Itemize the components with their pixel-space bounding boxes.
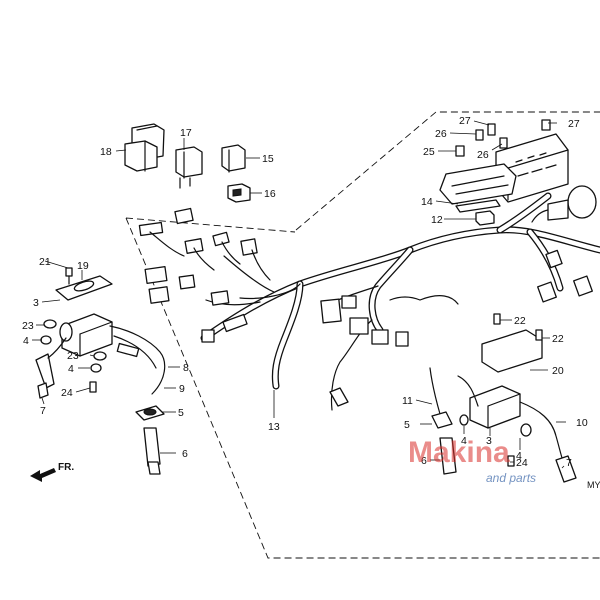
spark-plug-cap-5-right[interactable] [431,411,453,429]
ignition-coil-3-left[interactable] [59,313,113,357]
label-3-right: 3 [486,435,492,447]
spark-plug-cap-6-right[interactable] [439,437,457,475]
label-12: 12 [431,214,443,226]
grommet-4d[interactable] [520,423,532,437]
label-9: 9 [179,383,185,395]
label-6-left: 6 [182,448,188,460]
spark-plug-cap-7-left[interactable] [35,353,55,399]
label-6-right: 6 [421,455,427,467]
washer-23b[interactable] [93,351,107,361]
label-4c: 4 [461,435,467,447]
spark-plug-cap-6-left[interactable] [143,427,161,475]
label-4b: 4 [68,363,74,375]
fuse-26a[interactable] [475,129,484,141]
label-10: 10 [576,417,588,429]
label-26a: 26 [435,128,447,140]
relay-18[interactable] [124,123,165,172]
bracket-20[interactable] [481,329,543,373]
label-5-right: 5 [404,419,410,431]
label-18: 18 [100,146,112,158]
ignition-coil-3-right[interactable] [469,385,521,429]
bolt-24-right[interactable] [507,455,515,467]
label-11: 11 [402,395,413,407]
grommet-4a[interactable] [40,335,52,345]
label-27a: 27 [459,115,471,127]
harness-connectors-right[interactable] [537,249,593,303]
label-24-left: 24 [61,387,73,399]
watermark-logo: Makina and parts [408,436,536,485]
label-20: 20 [552,365,564,377]
label-7-right: 7 [566,457,572,469]
label-17: 17 [180,127,192,139]
label-26b: 26 [477,149,489,161]
coil-bracket-19[interactable] [55,275,113,301]
washer-23a[interactable] [43,319,57,329]
label-25: 25 [423,146,435,158]
connector-16[interactable] [227,183,251,203]
label-21: 21 [39,256,51,268]
spark-plug-cap-7-right[interactable] [555,455,577,483]
relay-17[interactable] [175,146,203,189]
fuse-27a[interactable] [487,123,496,136]
starter-relay[interactable] [531,185,597,223]
fuse-27b[interactable] [541,119,551,131]
label-22b: 22 [552,333,564,345]
label-4d: 4 [516,450,522,462]
label-4a: 4 [23,335,29,347]
bolt-22b[interactable] [535,329,543,341]
harness-assembly-boundary [125,111,600,559]
bolt-21[interactable] [65,267,73,285]
fr-label: FR. [58,462,74,473]
watermark-brand: Makina [408,436,510,469]
part-labels: 18 17 15 16 27 27 26 25 26 14 12 21 19 3… [22,115,588,469]
label-14: 14 [421,196,433,208]
label-23a: 23 [22,320,34,332]
label-15: 15 [262,153,274,165]
diagram-code: MY [587,480,600,490]
arrow-left-icon [30,468,56,482]
relay-15[interactable] [221,144,246,173]
fuse-box-cover[interactable] [439,163,517,205]
bolt-24-left[interactable] [89,381,97,393]
label-3-left: 3 [33,297,39,309]
label-24-right: 24 [516,457,528,469]
front-direction-arrow: FR. [30,462,74,482]
grommet-4c[interactable] [459,414,469,426]
label-27b: 27 [568,118,580,130]
part-12[interactable] [475,210,495,226]
label-13: 13 [268,421,280,433]
bolt-22a[interactable] [493,313,501,325]
label-23b: 23 [67,350,79,362]
label-16: 16 [264,188,276,200]
label-7-left: 7 [40,405,46,417]
label-8: 8 [183,362,189,374]
label-19: 19 [77,260,89,272]
connector-8[interactable] [116,342,140,358]
label-22a: 22 [514,315,526,327]
fuse-25[interactable] [455,145,465,157]
grommet-4b[interactable] [90,363,102,373]
leader-lines [32,120,566,469]
harness-connectors-center[interactable] [320,295,409,407]
spark-plug-cap-5-left[interactable] [135,405,165,421]
fuse-holder-14[interactable] [455,199,501,213]
watermark-sub: and parts [486,471,536,485]
main-wire-harness[interactable] [200,192,600,411]
harness-connectors-left[interactable] [138,207,271,343]
fuse-26b[interactable] [499,137,508,149]
label-5-left: 5 [178,407,184,419]
